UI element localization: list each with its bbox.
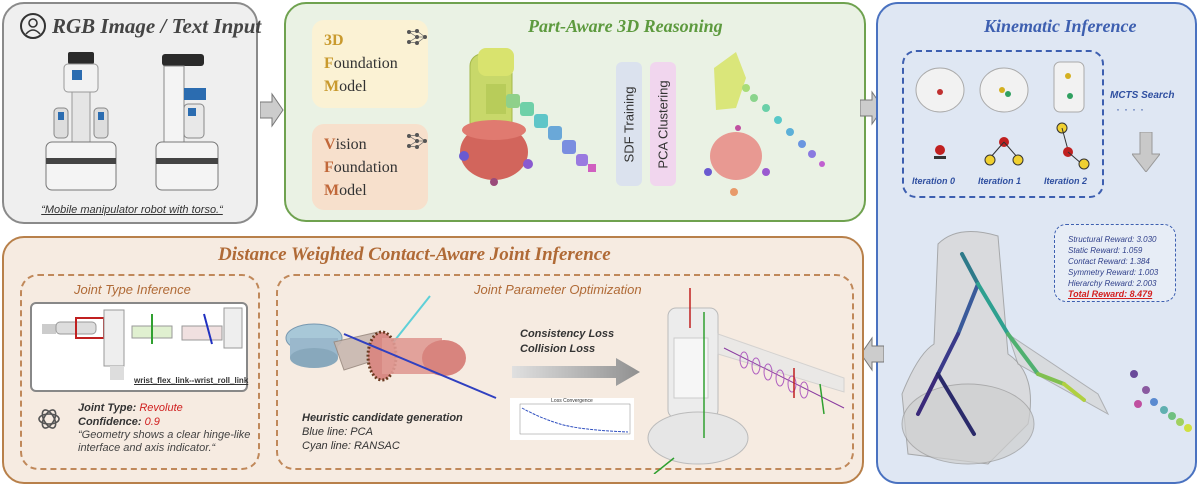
pca-clustering-box: PCA Clustering (650, 62, 676, 186)
kinematic-skeleton-robot (901, 231, 1192, 465)
iteration-0-label: Iteration 0 (912, 176, 956, 186)
user-icon (20, 13, 46, 39)
neural-network-icon (407, 133, 427, 149)
reasoning-quote: “Geometry shows a clear hinge-like inter… (78, 429, 251, 454)
reasoning-panel: Part-Aware 3D Reasoning 3D Foundation Mo… (284, 2, 866, 222)
joint-type-title: Joint Type Inference (74, 282, 191, 297)
arrow-input-to-reasoning (260, 92, 284, 128)
loss-convergence-plot: Loss Convergence (510, 398, 634, 440)
down-arrow-icon (1132, 132, 1160, 172)
param-opt-box (276, 274, 854, 470)
reasoning-title: Part-Aware 3D Reasoning (528, 16, 723, 36)
segmented-robot-3d (459, 48, 596, 186)
consistency-loss-label: Consistency Loss (520, 328, 615, 340)
reward-list: Structural Reward: 3.030 Static Reward: … (1068, 234, 1158, 300)
kinematic-panel: Kinematic Inference Iteration 0 Iteratio… (876, 2, 1197, 484)
contact-reward: Contact Reward: 1.384 (1068, 257, 1150, 266)
collision-loss-label: Collision Loss (520, 343, 596, 355)
heuristic-label: Heuristic candidate generation (302, 412, 463, 424)
openai-logo-icon (38, 409, 60, 429)
mcts-iteration-graphs (915, 61, 1090, 170)
arrow-kinematic-to-joint (860, 336, 884, 372)
param-opt-title: Joint Parameter Optimization (474, 282, 642, 297)
neural-network-icon (407, 29, 427, 45)
loss-plot-title: Loss Convergence (551, 398, 593, 404)
confidence-result: Confidence: 0.9 (78, 416, 160, 428)
mcts-iterations-box (902, 50, 1104, 198)
gradient-right-arrow (512, 358, 640, 386)
tree-node-icon (934, 145, 946, 159)
reward-box (1054, 224, 1176, 302)
3d-foundation-model: 3D Foundation Model (312, 20, 428, 108)
kinematic-title: Kinematic Inference (984, 16, 1137, 36)
joint-type-result: Joint Type: Revolute (78, 402, 183, 414)
symmetry-reward: Symmetry Reward: 1.003 (1068, 268, 1159, 277)
blue-line-label: Blue line: PCA (302, 426, 373, 438)
joint-type-box (20, 274, 260, 470)
input-title: RGB Image / Text Input (52, 14, 262, 38)
mcts-search-label: MCTS Search (1110, 90, 1175, 101)
joint-type-image (30, 302, 248, 392)
iteration-2-label: Iteration 2 (1044, 176, 1088, 186)
iteration-1-label: Iteration 1 (978, 176, 1022, 186)
link-name-label: wrist_flex_link--wrist_roll_link (134, 376, 249, 385)
vision-foundation-model: Vision Foundation Model (312, 124, 428, 210)
input-panel: RGB Image / Text Input “Mobile manipulat… (2, 2, 262, 224)
optimized-joints-render (647, 288, 845, 474)
joint-panel: Distance Weighted Contact-Aware Joint In… (2, 236, 864, 484)
static-reward: Static Reward: 1.059 (1068, 246, 1143, 255)
cyan-line-label: Cyan line: RANSAC (302, 440, 400, 452)
joint-link-render (285, 295, 497, 399)
robot-images (45, 52, 219, 191)
structural-reward: Structural Reward: 3.030 (1068, 235, 1157, 244)
clustered-parts-3d (704, 52, 825, 196)
total-reward: Total Reward: 8.479 (1068, 289, 1153, 299)
hierarchy-reward: Hierarchy Reward: 2.003 (1068, 279, 1157, 288)
sdf-training-box: SDF Training (616, 62, 642, 186)
joint-title: Distance Weighted Contact-Aware Joint In… (218, 244, 611, 265)
input-caption: “Mobile manipulator robot with torso.“ (41, 204, 223, 216)
mcts-dots: ···· (1116, 102, 1148, 116)
